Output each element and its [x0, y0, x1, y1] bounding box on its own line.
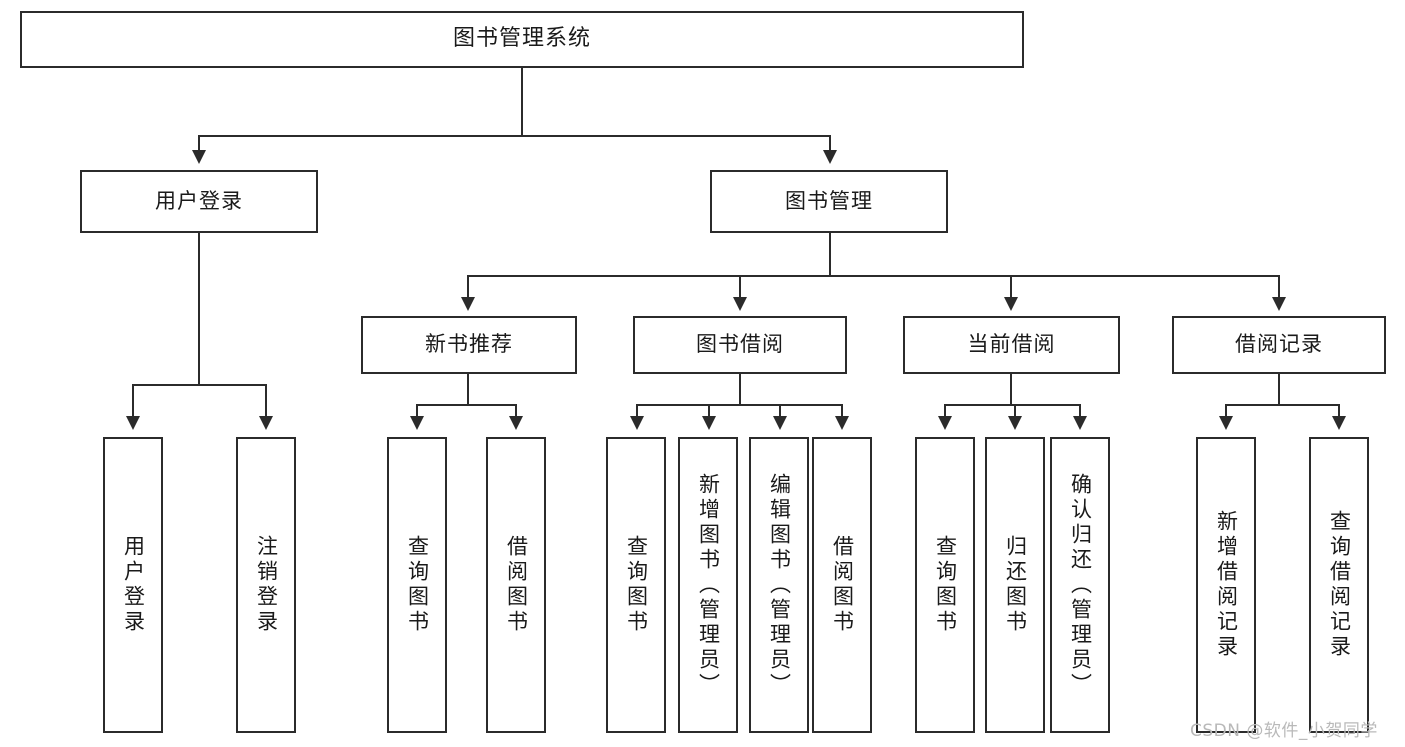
arrowhead-current-borrow — [1004, 297, 1018, 311]
node-label: 新书推荐 — [425, 332, 513, 357]
connector-drop-leaf-borrow-book-1 — [515, 404, 517, 418]
node-label: 用户登录 — [155, 188, 243, 213]
leaf-label: 用户登录 — [121, 535, 146, 635]
node-label: 当前借阅 — [967, 332, 1056, 357]
node-book-borrow[interactable]: 图书借阅 — [633, 316, 847, 374]
leaf-label: 归还图书 — [1003, 535, 1028, 635]
arrowhead-leaf-user-login — [126, 416, 140, 430]
leaf-return-book[interactable]: 归还图书 — [985, 437, 1045, 733]
arrowhead-user-login — [192, 150, 206, 164]
connector-drop-leaf-confirm-return — [1079, 404, 1081, 418]
leaf-edit-book-admin[interactable]: 编辑图书（管理员） — [749, 437, 809, 733]
connector-new-book-bus — [416, 404, 517, 406]
leaf-label: 查询图书 — [405, 535, 430, 635]
leaf-label: 新增图书（管理员） — [696, 472, 721, 698]
connector-drop-leaf-borrow-book-2 — [841, 404, 843, 418]
leaf-label: 查询图书 — [624, 535, 649, 635]
leaf-label: 编辑图书（管理员） — [767, 472, 792, 698]
node-book-management[interactable]: 图书管理 — [710, 170, 948, 233]
leaf-label: 借阅图书 — [830, 535, 855, 635]
connector-level2-bus — [198, 135, 831, 137]
leaf-query-book-recommend[interactable]: 查询图书 — [387, 437, 447, 733]
leaf-user-login[interactable]: 用户登录 — [103, 437, 163, 733]
arrowhead-leaf-add-record — [1219, 416, 1233, 430]
leaf-borrow-book[interactable]: 借阅图书 — [812, 437, 872, 733]
connector-drop-leaf-edit-book — [779, 404, 781, 418]
connector-drop-leaf-user-login — [132, 384, 134, 418]
leaf-logout[interactable]: 注销登录 — [236, 437, 296, 733]
arrowhead-leaf-add-book — [702, 416, 716, 430]
arrowhead-leaf-query-book-2 — [630, 416, 644, 430]
leaf-confirm-return-admin[interactable]: 确认归还（管理员） — [1050, 437, 1110, 733]
connector-drop-current-borrow — [1010, 275, 1012, 299]
leaf-query-borrow-record[interactable]: 查询借阅记录 — [1309, 437, 1369, 733]
leaf-label: 确认归还（管理员） — [1068, 472, 1093, 698]
connector-current-borrow-bus — [944, 404, 1080, 406]
connector-book-management-stem — [829, 233, 831, 276]
arrowhead-leaf-borrow-book-1 — [509, 416, 523, 430]
arrowhead-leaf-borrow-book-2 — [835, 416, 849, 430]
connector-book-borrow-stem — [739, 374, 741, 405]
arrowhead-leaf-query-book-3 — [938, 416, 952, 430]
connector-drop-leaf-query-book-1 — [416, 404, 418, 418]
leaf-label: 查询图书 — [933, 535, 958, 635]
csdn-watermark: CSDN @软件_小贺同学 — [1190, 721, 1378, 741]
connector-drop-leaf-query-book-2 — [636, 404, 638, 418]
arrowhead-book-borrow — [733, 297, 747, 311]
leaf-label: 查询借阅记录 — [1327, 510, 1352, 660]
connector-current-borrow-stem — [1010, 374, 1012, 405]
arrowhead-leaf-return-book — [1008, 416, 1022, 430]
leaf-add-book-admin[interactable]: 新增图书（管理员） — [678, 437, 738, 733]
connector-borrow-record-bus — [1225, 404, 1340, 406]
leaf-label: 注销登录 — [254, 535, 279, 635]
arrowhead-leaf-edit-book — [773, 416, 787, 430]
connector-drop-book-management — [829, 135, 831, 152]
leaf-query-book-borrow[interactable]: 查询图书 — [606, 437, 666, 733]
arrowhead-new-book — [461, 297, 475, 311]
connector-root-stem — [521, 68, 523, 136]
connector-user-login-bus — [132, 384, 267, 386]
arrowhead-leaf-logout — [259, 416, 273, 430]
node-borrow-record[interactable]: 借阅记录 — [1172, 316, 1386, 374]
node-label: 图书管理 — [785, 188, 873, 213]
node-root-book-management-system[interactable]: 图书管理系统 — [20, 11, 1024, 68]
connector-drop-book-borrow — [739, 275, 741, 299]
node-label: 图书管理系统 — [452, 26, 591, 52]
node-new-book-recommend[interactable]: 新书推荐 — [361, 316, 577, 374]
arrowhead-book-management — [823, 150, 837, 164]
connector-drop-leaf-query-book-3 — [944, 404, 946, 418]
arrowhead-leaf-query-book-1 — [410, 416, 424, 430]
node-current-borrow[interactable]: 当前借阅 — [903, 316, 1120, 374]
leaf-add-borrow-record[interactable]: 新增借阅记录 — [1196, 437, 1256, 733]
leaf-label: 借阅图书 — [504, 535, 529, 635]
connector-drop-user-login — [198, 135, 200, 152]
connector-drop-borrow-record — [1278, 275, 1280, 299]
node-label: 图书借阅 — [696, 332, 784, 357]
arrowhead-leaf-query-record — [1332, 416, 1346, 430]
connector-level3-bus — [467, 275, 1279, 277]
arrowhead-borrow-record — [1272, 297, 1286, 311]
connector-drop-leaf-query-record — [1338, 404, 1340, 418]
node-user-login[interactable]: 用户登录 — [80, 170, 318, 233]
leaf-label: 新增借阅记录 — [1214, 510, 1239, 660]
connector-drop-leaf-add-record — [1225, 404, 1227, 418]
connector-new-book-stem — [467, 374, 469, 405]
connector-borrow-record-stem — [1278, 374, 1280, 405]
arrowhead-leaf-confirm-return — [1073, 416, 1087, 430]
connector-book-borrow-bus — [636, 404, 842, 406]
leaf-borrow-book-recommend[interactable]: 借阅图书 — [486, 437, 546, 733]
connector-user-login-stem — [198, 233, 200, 385]
connector-drop-leaf-return-book — [1014, 404, 1016, 418]
node-label: 借阅记录 — [1235, 332, 1323, 357]
connector-drop-leaf-add-book — [708, 404, 710, 418]
connector-drop-new-book — [467, 275, 469, 299]
connector-drop-leaf-logout — [265, 384, 267, 418]
leaf-query-book-current[interactable]: 查询图书 — [915, 437, 975, 733]
